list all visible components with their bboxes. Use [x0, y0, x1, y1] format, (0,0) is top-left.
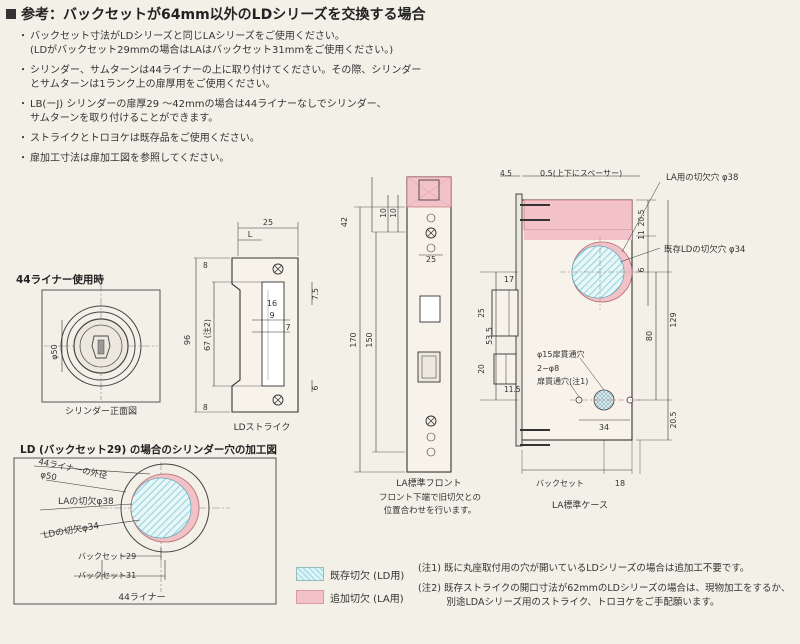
case-hole8-label: 2−φ8 — [537, 364, 559, 373]
footnote-item: (注1) 既に丸座取付用の穴が開いているLDシリーズの場合は追加工不要です。 — [418, 562, 798, 576]
ld-section-title: LD (バックセット29) の場合のシリンダー穴の加工図 — [20, 444, 277, 456]
case-dim-25: 25 — [477, 308, 486, 318]
strike-dim-75: 7.5 — [311, 288, 320, 300]
note-item: ストライクとトロヨケは既存品をご使用ください。 — [18, 132, 460, 146]
liner-caption: シリンダー正面図 — [65, 405, 137, 417]
case-dim-535: 53.5 — [485, 327, 494, 345]
front-dim-25: 25 — [426, 255, 436, 264]
strike-dim-8b: 8 — [203, 403, 208, 412]
ld-strike-drawing — [194, 222, 313, 413]
note-line: (LDがバックセット29mmの場合はLAはバックセット31mmをご使用ください。… — [30, 45, 394, 56]
note-line: LB(ーJ) シリンダーの扉厚29 ～42mmの場合は44ライナーなしでシリンダ… — [30, 99, 387, 110]
case-spacer-label: 0.5(上下にスペーサー) — [540, 169, 622, 178]
note-line: ストライクとトロヨケは既存品をご使用ください。 — [30, 133, 260, 144]
front-caption: LA標準フロント — [396, 477, 461, 489]
front-dim-170: 170 — [349, 332, 358, 347]
legend-existing-label: 既存切欠 (LD用) — [330, 571, 405, 582]
notes-list: バックセット寸法がLDシリーズと同じLAシリーズをご使用ください。 (LDがバック… — [18, 30, 460, 172]
legend-added-label: 追加切欠 (LA用) — [330, 594, 404, 605]
note-item: 扉加工寸法は扉加工図を参照してください。 — [18, 152, 460, 166]
strike-dim-6: 6 — [311, 385, 320, 390]
case-caption: LA標準ケース — [552, 499, 608, 511]
liner-title: 44ライナー使用時 — [16, 274, 104, 286]
screw-icon — [425, 227, 437, 239]
note-line: シリンダー、サムターンは44ライナーの上に取り付けてください。その際、シリンダー — [30, 65, 422, 76]
front-dim-42: 42 — [340, 217, 349, 227]
case-backset-label: バックセット — [536, 479, 584, 488]
strike-dim-16: 16 — [267, 299, 277, 308]
legend-added: 追加切欠 (LA用) — [296, 590, 404, 605]
case-dim-129: 129 — [669, 312, 678, 327]
front-note-line: フロント下端で旧切欠との — [379, 492, 481, 503]
strike-dim-9: 9 — [269, 311, 274, 320]
backset29-label: バックセット29 — [78, 552, 136, 561]
legend-swatch-pink — [296, 590, 324, 604]
case-hole8b-label: 扉貫通穴(注1) — [537, 376, 588, 386]
liner-front-view: φ50 — [41, 284, 161, 403]
front-dim-150: 150 — [365, 332, 374, 347]
strike-dim-8a: 8 — [203, 261, 208, 270]
case-la-cut-label: LA用の切欠穴 φ38 — [666, 172, 738, 183]
case-dim-205b: 20.5 — [669, 411, 678, 428]
square-bullet-icon — [6, 9, 16, 19]
note-item: バックセット寸法がLDシリーズと同じLAシリーズをご使用ください。 (LDがバック… — [18, 30, 460, 58]
strike-dim-l: L — [248, 230, 253, 239]
screw-icon — [425, 415, 437, 427]
strike-dim-96: 96 — [183, 335, 192, 345]
case-dim-18: 18 — [615, 479, 625, 488]
dia50-label: φ50 — [39, 470, 57, 483]
strike-dim-67: 67 (注2) — [202, 319, 212, 351]
legend-existing: 既存切欠 (LD用) — [296, 567, 404, 582]
case-dim-115: 11.5 — [504, 385, 521, 394]
strike-caption: LDストライク — [234, 422, 291, 433]
front-dim-10a: 10 — [379, 208, 388, 218]
ld-hole-label: LDの切欠φ34 — [42, 519, 100, 541]
case-hole15-label: φ15扉貫通穴 — [537, 349, 584, 359]
front-dim-10b: 10 — [389, 208, 398, 218]
case-dim-20: 20 — [477, 364, 486, 374]
la-hole-label: LAの切欠φ38 — [58, 495, 114, 507]
note-line: サムターンを取り付けることができます。 — [30, 113, 219, 124]
page-title-text: 参考：バックセットが64mm以外のLDシリーズを交換する場合 — [21, 7, 426, 23]
strike-dim-25: 25 — [263, 218, 273, 227]
backset31-label: バックセット31 — [78, 571, 136, 580]
note-item: シリンダー、サムターンは44ライナーの上に取り付けてください。その際、シリンダー… — [18, 64, 460, 92]
strike-dim-7: 7 — [285, 323, 290, 332]
legend-swatch-blue — [296, 567, 324, 581]
case-dim-205a: 20.5 — [637, 209, 646, 226]
case-dim-34: 34 — [599, 423, 609, 432]
la-case-drawing — [480, 175, 672, 474]
note-item: LB(ーJ) シリンダーの扉厚29 ～42mmの場合は44ライナーなしでシリンダ… — [18, 98, 460, 126]
footnote-item: (注2) 既存ストライクの開口寸法が62mmのLDシリーズの場合は、現物加工をす… — [418, 582, 798, 610]
footnote-line: 別途LDAシリーズ用のストライク、トロヨケをご手配願います。 — [418, 597, 720, 608]
case-dim-6: 6 — [637, 267, 646, 272]
footnote-line: (注1) 既に丸座取付用の穴が開いているLDシリーズの場合は追加工不要です。 — [418, 563, 750, 574]
screw-icon — [272, 263, 284, 275]
footnotes: (注1) 既に丸座取付用の穴が開いているLDシリーズの場合は追加工不要です。 (… — [418, 562, 798, 616]
ld-section-caption: 44ライナー — [118, 592, 165, 603]
case-dim-11: 11 — [637, 230, 646, 240]
screw-icon — [272, 394, 284, 406]
note-line: バックセット寸法がLDシリーズと同じLAシリーズをご使用ください。 — [30, 31, 345, 42]
keyway-icon — [91, 335, 111, 359]
la-front-drawing — [354, 176, 452, 473]
case-dim-80: 80 — [645, 331, 654, 341]
case-ld-cut-label: 既存LDの切欠穴 φ34 — [664, 244, 745, 255]
liner-dia-label: φ50 — [50, 344, 59, 359]
page-title: 参考：バックセットが64mm以外のLDシリーズを交換する場合 — [6, 4, 426, 24]
ld-section-drawing — [13, 457, 277, 605]
note-line: とサムターンは1ランク上の扉厚用をご使用ください。 — [30, 79, 276, 90]
front-note-line: 位置合わせを行います。 — [384, 505, 477, 516]
note-line: 扉加工寸法は扉加工図を参照してください。 — [30, 153, 230, 164]
case-dim-17: 17 — [504, 275, 514, 284]
footnote-line: (注2) 既存ストライクの開口寸法が62mmのLDシリーズの場合は、現物加工をす… — [418, 583, 791, 594]
case-dim-45: 4.5 — [500, 169, 512, 178]
